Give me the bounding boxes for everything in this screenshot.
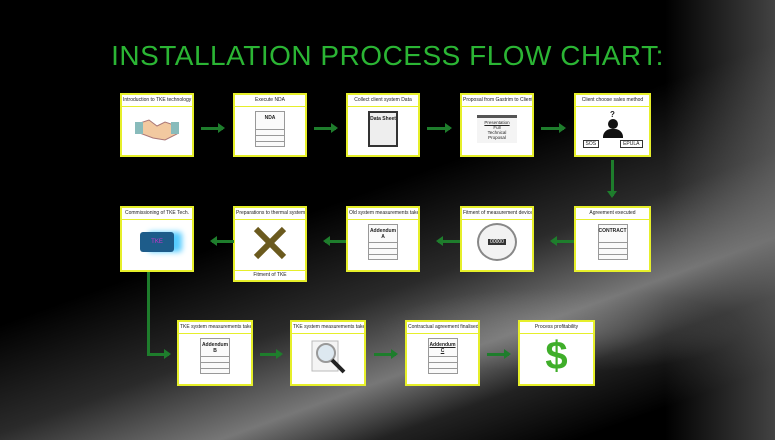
step-fitment-device: Fitment of measurement device 00000 (460, 206, 534, 272)
step-agreement: Agreement executed CONTRACT (574, 206, 651, 272)
step-contract-finalised: Contractual agreement finalised Addendum… (405, 320, 480, 386)
step-tke-measurements: TKE system measurements taken Addendum B (177, 320, 253, 386)
step-footer: Fitment of TKE (235, 270, 305, 280)
step-label: Commissioning of TKE Tech. (122, 208, 192, 220)
doc-line: Full (493, 125, 501, 130)
step-profitability: Process profitability $ (518, 320, 595, 386)
step-sales-method: Client choose sales method ? SOS EPULA (574, 93, 651, 157)
step-label: Process profitability (520, 322, 593, 334)
step-label: Client choose sales method (576, 95, 649, 107)
device-text: TKE (140, 232, 174, 252)
flow-arrow (550, 236, 574, 246)
step-label: Old system measurements taken (348, 208, 418, 220)
step-commissioning: Commissioning of TKE Tech. TKE (120, 206, 194, 272)
step-label: TKE system measurements taken (292, 322, 364, 334)
flow-connector (147, 272, 150, 356)
person-question-icon: ? SOS EPULA (578, 110, 648, 148)
doc-line: Proposal (488, 135, 506, 140)
doc-text: Data Sheet (370, 116, 396, 122)
tke-device-icon: TKE (135, 223, 179, 261)
step-label: Preparations to thermal system (235, 208, 305, 220)
step-label: Contractual agreement finalised (407, 322, 478, 334)
step-label: Proposal from Gastrim to Client (462, 95, 532, 107)
flow-arrow (427, 123, 452, 133)
dollar-icon: $ (535, 334, 579, 378)
doc-title: Presentation (484, 120, 510, 125)
option-sos: SOS (582, 140, 600, 148)
flow-arrow (201, 123, 225, 133)
flow-arrow (314, 123, 338, 133)
flow-arrow (210, 236, 234, 246)
option-epula: EPULA (620, 140, 643, 148)
step-collect-data: Collect client system Data Data Sheet (346, 93, 420, 157)
flow-arrow (147, 349, 171, 359)
flow-arrow (487, 349, 511, 359)
flow-arrow (541, 123, 566, 133)
tools-icon (248, 223, 292, 261)
step-label: Execute NDA (235, 95, 305, 107)
step-label: Introduction to TKE technology (122, 95, 192, 107)
step-tke-measurements-review: TKE system measurements taken (290, 320, 366, 386)
dollar-symbol: $ (545, 334, 568, 378)
step-old-measurements: Old system measurements taken Addendum A (346, 206, 420, 272)
doc-text: NDA (264, 115, 276, 121)
flow-arrow-down (607, 160, 617, 198)
doc-text: Addendum B (201, 342, 229, 354)
document-pen-icon: Addendum B (193, 337, 237, 375)
doc-line: Technical (487, 130, 507, 135)
step-execute-nda: Execute NDA NDA (233, 93, 307, 157)
meter-icon: 00000 (475, 223, 519, 261)
background-sheen (665, 0, 775, 440)
step-label: TKE system measurements taken (179, 322, 251, 334)
page-title: INSTALLATION PROCESS FLOW CHART: (111, 40, 664, 71)
flow-arrow (436, 236, 460, 246)
handshake-icon (135, 110, 179, 148)
magnifier-document-icon (306, 337, 350, 375)
step-label: Fitment of measurement device (462, 208, 532, 220)
doc-text: Addendum C (429, 342, 456, 354)
step-introduction: Introduction to TKE technology (120, 93, 194, 157)
question-mark: ? (610, 110, 615, 119)
doc-text: CONTRACT (598, 228, 627, 234)
doc-text: Addendum A (369, 228, 397, 240)
step-label: Collect client system Data (348, 95, 418, 107)
flow-arrow (374, 349, 398, 359)
step-label: Agreement executed (576, 208, 649, 220)
meter-reading: 00000 (488, 239, 506, 245)
document-pen-icon: Addendum A (361, 223, 405, 261)
step-proposal: Proposal from Gastrim to Client Presenta… (460, 93, 534, 157)
document-pen-icon: NDA (248, 110, 292, 148)
clipboard-icon: Data Sheet (361, 110, 405, 148)
flow-arrow (323, 236, 346, 246)
document-pen-icon: Addendum C (421, 337, 465, 375)
step-preparations: Preparations to thermal system Fitment o… (233, 206, 307, 282)
flow-arrow (260, 349, 283, 359)
document-pen-icon: CONTRACT (591, 223, 635, 261)
